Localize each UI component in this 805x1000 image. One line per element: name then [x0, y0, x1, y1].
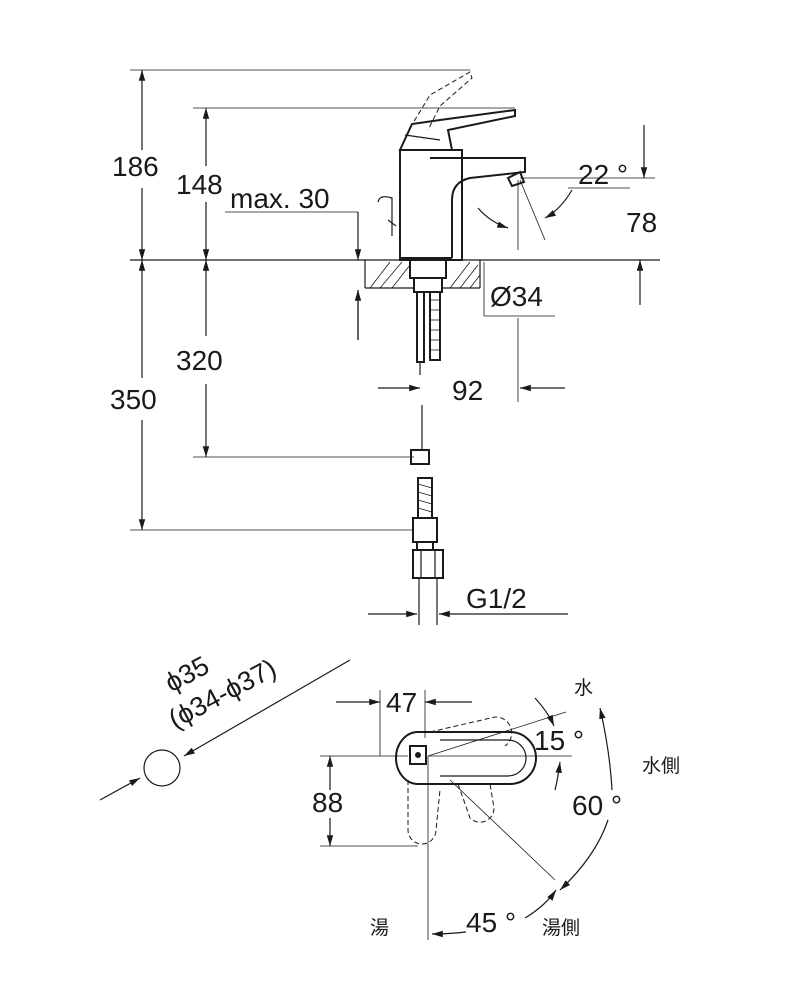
- label-hot: 湯: [370, 917, 389, 939]
- mounting-shank: [409, 259, 447, 363]
- dim-47: 47: [386, 687, 417, 718]
- side-view: 186 148 max. 30 22 ° 78 Ø34 320: [110, 69, 660, 625]
- label-water-side: 水側: [642, 755, 680, 777]
- top-view: 47 88 15 ° 60 ° 45 ° 水 水側 湯 湯側: [312, 677, 680, 940]
- dim-45deg: 45 °: [466, 907, 516, 938]
- dim-15deg: 15 °: [534, 725, 584, 756]
- mounting-hole-detail: ϕ35 (ϕ34-ϕ37): [99, 650, 351, 801]
- lever-middle-ghost: [457, 783, 495, 823]
- lever-hot-ghost: [407, 780, 441, 845]
- dim-186: 186: [112, 151, 159, 182]
- hole-circle: [143, 749, 181, 787]
- faucet-body: [377, 71, 526, 261]
- dim-max30: max. 30: [230, 183, 330, 214]
- lever-raised-ghost: [409, 71, 473, 131]
- aerator: [506, 170, 526, 188]
- dim-148: 148: [176, 169, 223, 200]
- dim-92: 92: [452, 375, 483, 406]
- dim-78: 78: [626, 207, 657, 238]
- label-hot-side: 湯側: [542, 917, 580, 939]
- dim-320: 320: [176, 345, 223, 376]
- label-water: 水: [574, 677, 593, 699]
- dim-22deg: 22 °: [578, 159, 628, 190]
- dim-g12: G1/2: [466, 583, 527, 614]
- lever-cold-ghost: [429, 716, 513, 747]
- lever-handle: [398, 108, 516, 151]
- dim-dia34: Ø34: [490, 281, 543, 312]
- dim-350: 350: [110, 384, 157, 415]
- dim-88: 88: [312, 787, 343, 818]
- top-view-body: [395, 731, 537, 785]
- dim-60deg: 60 °: [572, 790, 622, 821]
- supply-hose: [410, 362, 444, 625]
